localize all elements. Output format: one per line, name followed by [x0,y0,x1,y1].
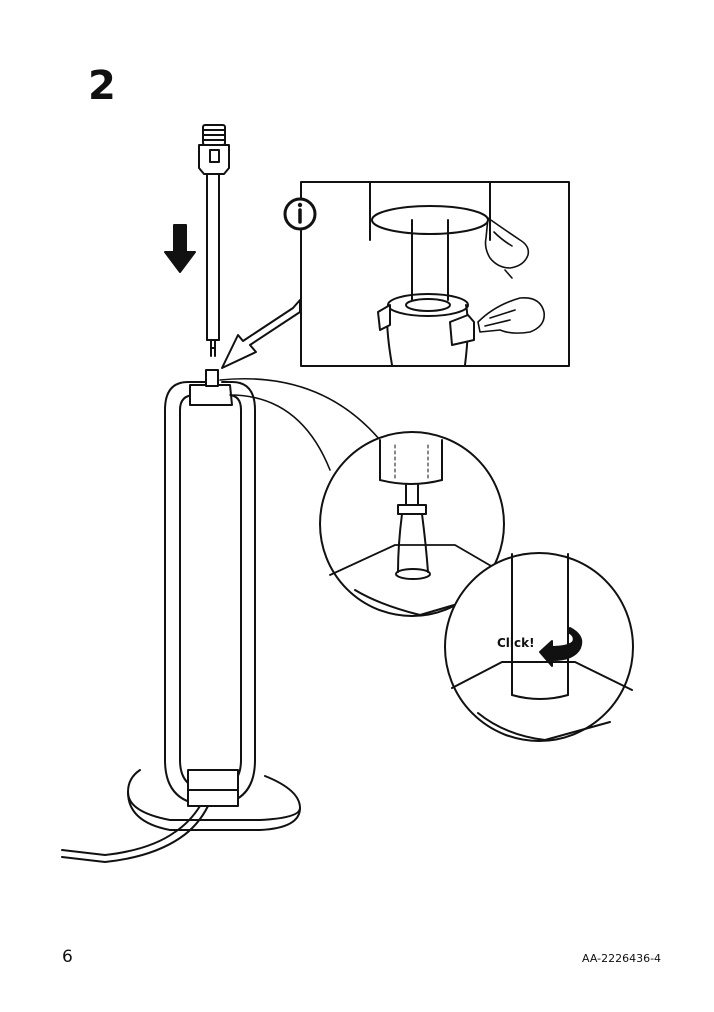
info-icon [283,197,317,231]
step-number: 2 [88,63,116,109]
lamp-rod [198,124,230,357]
rotate-arrow-icon [539,627,583,667]
down-arrow-icon [164,224,196,273]
detail-circle-2 [444,552,634,742]
hand-icon [477,296,546,334]
hand-icon [484,217,530,279]
detail-circle-1 [219,377,505,617]
lamp-frame [61,369,301,863]
pointing-arrow-icon [221,299,301,369]
document-code: AA-2226436-4 [582,952,662,965]
click-label: Click! [497,636,535,650]
info-panel [300,181,570,367]
page-number: 6 [62,947,73,967]
